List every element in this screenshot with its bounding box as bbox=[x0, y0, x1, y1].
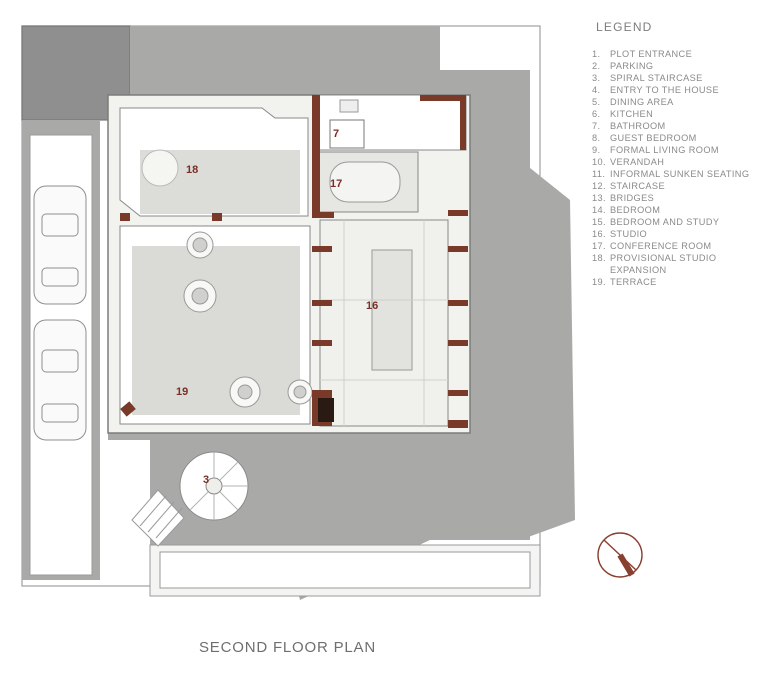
structural-walls bbox=[120, 95, 468, 428]
legend-item-label: VERANDAH bbox=[610, 157, 665, 167]
room-7-bathroom bbox=[315, 94, 467, 151]
legend-item-label: PLOT ENTRANCE bbox=[610, 49, 693, 59]
legend-item-label: DINING AREA bbox=[610, 97, 674, 107]
room-label-7: 7 bbox=[333, 128, 340, 140]
legend-item-label: FORMAL LIVING ROOM bbox=[610, 145, 719, 155]
legend-item-number: 1. bbox=[592, 49, 601, 59]
legend-item: 15. BEDROOM AND STUDY bbox=[592, 216, 760, 228]
room-16-studio bbox=[319, 219, 449, 427]
legend-item: 18. PROVISIONAL STUDIO EXPANSION bbox=[592, 252, 760, 276]
legend-item-label: STUDIO bbox=[610, 229, 648, 239]
legend: LEGEND 1. PLOT ENTRANCE 2. PARKING 3. SPIRAL … bbox=[592, 20, 760, 288]
legend-item-number: 17. bbox=[592, 241, 606, 251]
legend-item-number: 7. bbox=[592, 121, 601, 131]
legend-item: 4. ENTRY TO THE HOUSE bbox=[592, 84, 760, 96]
legend-item-label: BRIDGES bbox=[610, 193, 655, 203]
car-bottom bbox=[33, 319, 87, 441]
legend-item: 6. KITCHEN bbox=[592, 108, 760, 120]
legend-item: 1. PLOT ENTRANCE bbox=[592, 48, 760, 60]
legend-item-number: 13. bbox=[592, 193, 606, 203]
legend-item-label: BEDROOM bbox=[610, 205, 661, 215]
plan-title: SECOND FLOOR PLAN bbox=[199, 639, 376, 656]
legend-item-label: KITCHEN bbox=[610, 109, 654, 119]
legend-item: 10. VERANDAH bbox=[592, 156, 760, 168]
legend-item-label: CONFERENCE ROOM bbox=[610, 241, 712, 251]
legend-item-label: STAIRCASE bbox=[610, 181, 665, 191]
legend-item: 7. BATHROOM bbox=[592, 120, 760, 132]
legend-item: 9. FORMAL LIVING ROOM bbox=[592, 144, 760, 156]
legend-item-number: 16. bbox=[592, 229, 606, 239]
north-arrow-icon bbox=[597, 532, 643, 578]
legend-item: 19. TERRACE bbox=[592, 276, 760, 288]
legend-title: LEGEND bbox=[596, 20, 653, 34]
legend-item-number: 19. bbox=[592, 277, 606, 287]
legend-item: 3. SPIRAL STAIRCASE bbox=[592, 72, 760, 84]
legend-item-number: 3. bbox=[592, 73, 601, 83]
legend-item-number: 6. bbox=[592, 109, 601, 119]
room-19-terrace bbox=[119, 225, 313, 425]
legend-item: 16. STUDIO bbox=[592, 228, 760, 240]
room-label-18: 18 bbox=[186, 164, 199, 176]
legend-item-number: 4. bbox=[592, 85, 601, 95]
legend-item-label: ENTRY TO THE HOUSE bbox=[610, 85, 719, 95]
spiral-staircase bbox=[179, 451, 249, 521]
entrance-garden bbox=[149, 544, 541, 597]
legend-item: 14. BEDROOM bbox=[592, 204, 760, 216]
legend-item-label: TERRACE bbox=[610, 277, 657, 287]
legend-item-number: 15. bbox=[592, 217, 606, 227]
legend-item: 8. GUEST BEDROOM bbox=[592, 132, 760, 144]
legend-item-number: 8. bbox=[592, 133, 601, 143]
staircase-void bbox=[318, 398, 334, 422]
room-label-17: 17 bbox=[330, 178, 343, 190]
legend-item-number: 11. bbox=[592, 169, 606, 179]
legend-item: 5. DINING AREA bbox=[592, 96, 760, 108]
legend-item-number: 2. bbox=[592, 61, 601, 71]
legend-item: 12. STAIRCASE bbox=[592, 180, 760, 192]
legend-item-number: 14. bbox=[592, 205, 606, 215]
legend-item: 17. CONFERENCE ROOM bbox=[592, 240, 760, 252]
legend-item-number: 10. bbox=[592, 157, 606, 167]
legend-item-number: 18. bbox=[592, 253, 606, 263]
room-label-16: 16 bbox=[366, 300, 379, 312]
legend-item-label: BATHROOM bbox=[610, 121, 666, 131]
legend-item: 2. PARKING bbox=[592, 60, 760, 72]
room-label-3: 3 bbox=[203, 474, 210, 486]
legend-item-label: PARKING bbox=[610, 61, 654, 71]
legend-item: 11. INFORMAL SUNKEN SEATING bbox=[592, 168, 760, 180]
room-18-provisional-studio bbox=[119, 107, 309, 217]
legend-item-label: INFORMAL SUNKEN SEATING bbox=[610, 169, 750, 179]
legend-item-label: BEDROOM AND STUDY bbox=[610, 217, 720, 227]
legend-item-number: 12. bbox=[592, 181, 606, 191]
entry-steps bbox=[131, 489, 185, 547]
legend-item-number: 9. bbox=[592, 145, 601, 155]
car-top bbox=[33, 185, 87, 305]
legend-item-number: 5. bbox=[592, 97, 601, 107]
legend-list: 1. PLOT ENTRANCE 2. PARKING 3. SPIRAL STAIRCA… bbox=[592, 48, 760, 288]
legend-item: 13. BRIDGES bbox=[592, 192, 760, 204]
legend-item-label: GUEST BEDROOM bbox=[610, 133, 697, 143]
legend-item-label: SPIRAL STAIRCASE bbox=[610, 73, 703, 83]
legend-item-label: PROVISIONAL STUDIO EXPANSION bbox=[610, 253, 717, 275]
room-label-19: 19 bbox=[176, 386, 189, 398]
